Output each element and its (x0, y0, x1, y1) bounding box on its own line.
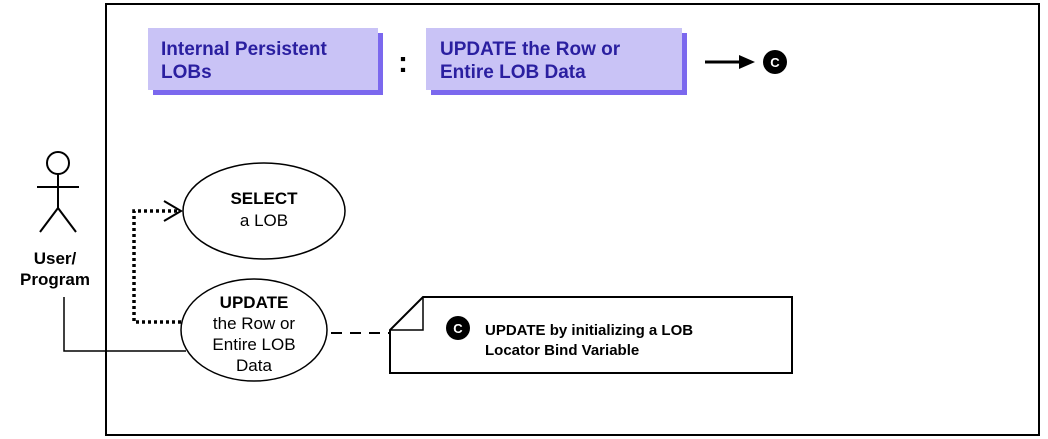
header-right-line1: UPDATE the Row or (440, 39, 621, 60)
actor-label-line2: Program (20, 270, 90, 289)
select-label-line2: a LOB (240, 211, 288, 230)
header-left-line2: LOBs (161, 62, 212, 83)
header-separator: : (398, 46, 408, 79)
note-text-line2: Locator Bind Variable (485, 342, 639, 359)
actor-association-line (63, 297, 186, 352)
header-arrow (705, 55, 755, 69)
dependency-arrow (132, 209, 181, 324)
note-text-line1: UPDATE by initializing a LOB (485, 322, 693, 339)
update-label-line1: UPDATE (220, 293, 289, 312)
header-left-line1: Internal Persistent (161, 39, 327, 60)
update-label-line3: Entire LOB (212, 335, 295, 354)
update-label-line4: Data (236, 356, 272, 375)
header-box-internal-persistent-lobs[interactable]: Internal Persistent LOBs (148, 28, 383, 95)
header-right-line2: Entire LOB Data (440, 62, 586, 83)
use-case-update[interactable]: UPDATE the Row or Entire LOB Data (180, 278, 328, 382)
use-case-select[interactable]: SELECT a LOB (182, 162, 346, 260)
note-connector-badge[interactable]: C (446, 316, 470, 340)
note-box[interactable] (389, 296, 793, 374)
update-label-line2: the Row or (213, 314, 296, 333)
actor-stick-figure-icon (37, 151, 79, 233)
diagram-frame (105, 3, 1040, 436)
header-box-update-row[interactable]: UPDATE the Row or Entire LOB Data (426, 28, 687, 95)
header-connector-badge[interactable]: C (763, 50, 787, 74)
svg-text:C: C (453, 321, 463, 336)
svg-text:C: C (770, 55, 780, 70)
dependency-arrowhead (163, 200, 183, 222)
actor-label-line1: User/ (34, 249, 77, 268)
select-label-line1: SELECT (230, 189, 298, 208)
